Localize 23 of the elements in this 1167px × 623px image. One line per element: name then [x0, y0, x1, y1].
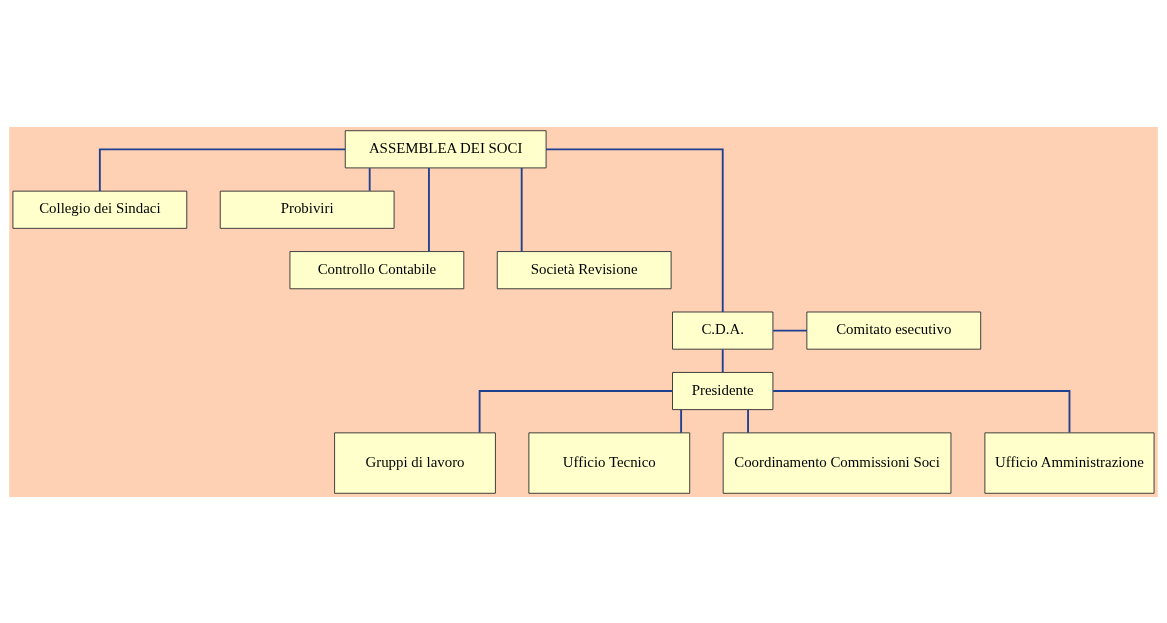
connector: [520, 166, 523, 252]
connector: [747, 408, 749, 434]
connector: [545, 147, 724, 313]
connector: [478, 389, 674, 433]
connector: [98, 147, 347, 192]
node-box: Ufficio Amministrazione: [984, 431, 1155, 494]
node-box: ASSEMBLEA DEI SOCI: [344, 129, 547, 168]
node-box: Probiviri: [219, 190, 395, 229]
node-box: Ufficio Tecnico: [528, 431, 691, 494]
connector: [680, 408, 683, 434]
node-box: Società Revisione: [496, 250, 672, 289]
node-box: Controllo Contabile: [289, 250, 465, 289]
connector: [721, 347, 724, 373]
node-box: Coordinamento Commissioni Soci: [722, 431, 952, 494]
node-box: C.D.A.: [672, 311, 774, 350]
node-box: Comitato esecutivo: [806, 311, 982, 350]
node-box: Gruppi di lavoro: [334, 431, 496, 494]
connector: [368, 166, 371, 192]
node-box: Collegio dei Sindaci: [12, 190, 188, 229]
connector: [772, 329, 808, 331]
connector: [772, 389, 1071, 433]
node-box: Presidente: [672, 371, 774, 410]
connector: [428, 166, 430, 252]
